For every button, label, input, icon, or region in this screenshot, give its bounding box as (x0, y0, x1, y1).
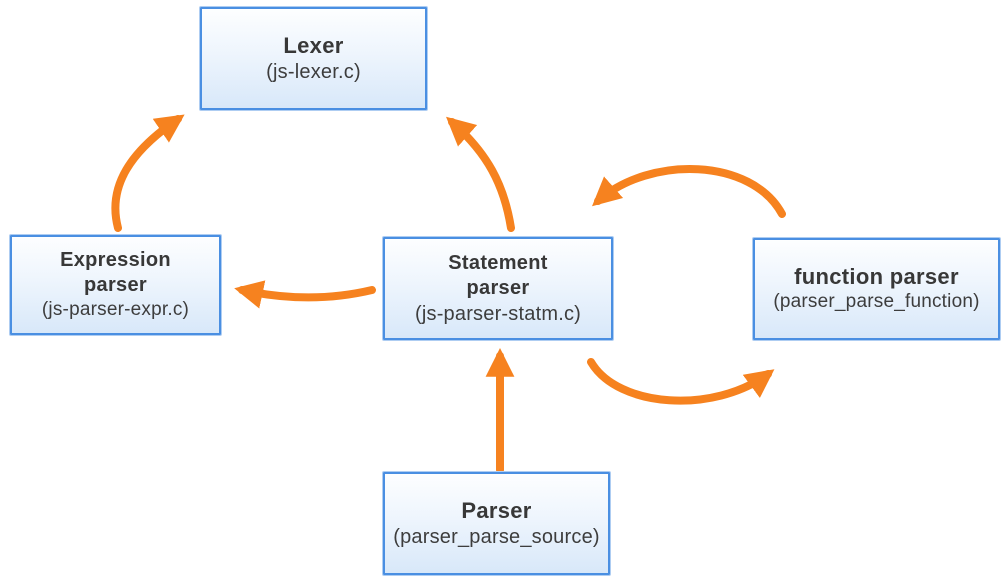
node-statement-parser: Statement parser (js-parser-statm.c) (383, 237, 613, 340)
node-lexer-subtitle: (js-lexer.c) (266, 61, 361, 84)
node-function-parser: function parser (parser_parse_function) (753, 238, 1000, 340)
node-function-parser-title: function parser (794, 263, 959, 289)
node-expression-parser-subtitle: (js-parser-expr.c) (41, 298, 190, 320)
node-parser-title: Parser (461, 497, 532, 523)
node-statement-parser-subtitle: (js-parser-statm.c) (414, 302, 582, 325)
node-parser-subtitle: (parser_parse_source) (393, 526, 600, 549)
node-lexer-title: Lexer (283, 32, 344, 58)
arrow-function-parser-to-statement-parser (592, 165, 786, 218)
node-lexer: Lexer (js-lexer.c) (200, 7, 427, 110)
arrow-statement-parser-to-lexer (446, 116, 515, 232)
arrow-statement-parser-to-expression-parser (234, 280, 376, 309)
arrow-statement-parser-to-function-parser (587, 358, 775, 405)
arrow-expression-parser-to-lexer (111, 114, 185, 232)
node-statement-parser-title: Statement parser (448, 251, 548, 299)
node-parser: Parser (parser_parse_source) (383, 472, 610, 575)
node-function-parser-subtitle: (parser_parse_function) (773, 291, 980, 313)
node-expression-parser-title: Expression parser (60, 248, 171, 296)
node-expression-parser: Expression parser (js-parser-expr.c) (10, 235, 221, 335)
